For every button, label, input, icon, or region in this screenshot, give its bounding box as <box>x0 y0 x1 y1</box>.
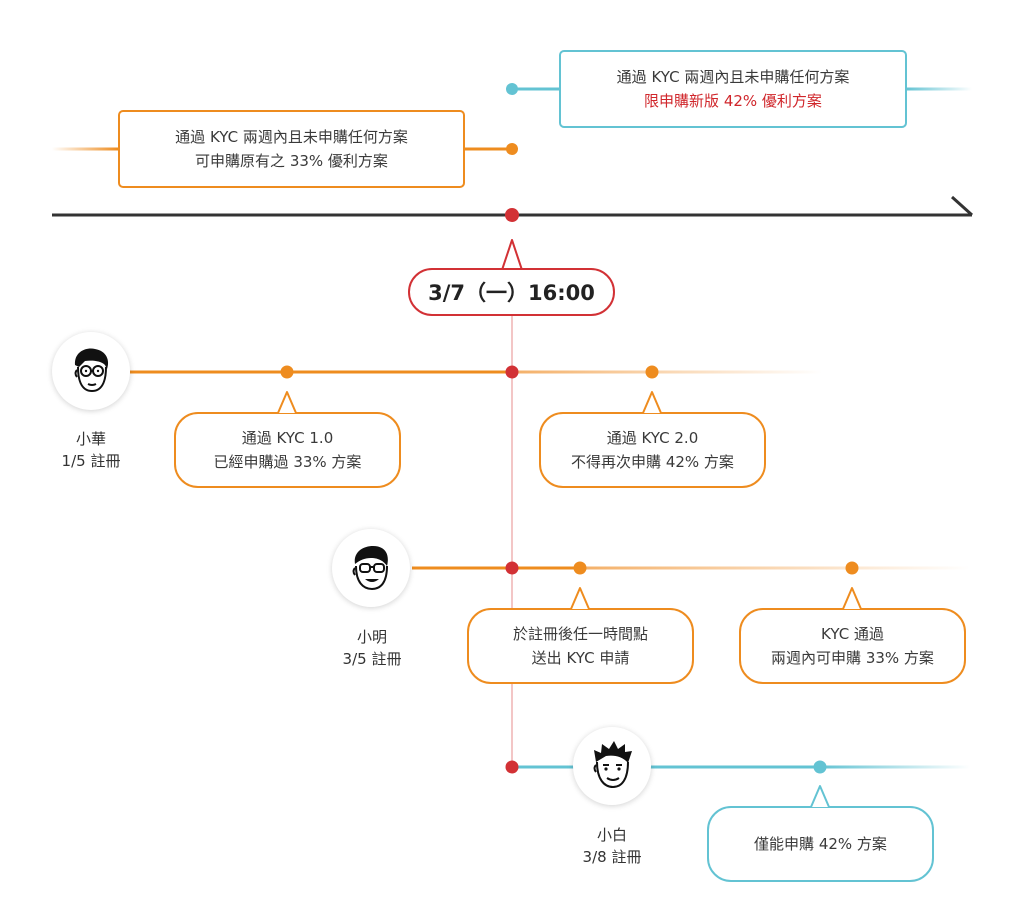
xiaoming-kyc-pass-dot <box>845 561 859 575</box>
cutoff-date-label: 3/7（一）16:00 <box>408 268 615 316</box>
note-line1: 僅能申購 42% 方案 <box>754 835 887 853</box>
person-registered: 3/8 註冊 <box>582 848 642 866</box>
xiaohua-note-kyc2: 通過 KYC 2.0 不得再次申購 42% 方案 <box>539 412 766 488</box>
old-rule-box: 通過 KYC 兩週內且未申購任何方案 可申購原有之 33% 優利方案 <box>118 110 465 188</box>
avatar-xiaoming <box>332 529 410 607</box>
person-name: 小白 <box>596 826 627 844</box>
old-rule-dot <box>506 143 518 155</box>
person-label-xiaobai: 小白 3/8 註冊 <box>562 824 662 868</box>
xiaoming-cutoff-dot <box>505 561 519 575</box>
callout-tail <box>277 391 297 414</box>
xiaohua-cutoff-dot <box>505 365 519 379</box>
xiaobai-start-dot <box>505 760 519 774</box>
xiaohua-note-kyc1: 通過 KYC 1.0 已經申購過 33% 方案 <box>174 412 401 488</box>
xiaobai-note: 僅能申購 42% 方案 <box>707 806 934 882</box>
person-registered: 1/5 註冊 <box>61 452 121 470</box>
note-line2: 已經申購過 33% 方案 <box>213 453 362 471</box>
note-line2: 不得再次申購 42% 方案 <box>571 453 734 471</box>
person-glasses-icon <box>74 348 109 393</box>
date-pill-tail <box>501 239 523 271</box>
note-line1: 通過 KYC 1.0 <box>241 429 334 447</box>
note-line2: 兩週內可申購 33% 方案 <box>771 649 934 667</box>
person-spiky-hair-icon <box>593 741 632 789</box>
new-rule-box: 通過 KYC 兩週內且未申購任何方案 限申購新版 42% 優利方案 <box>559 50 907 128</box>
xiaoming-note-pass: KYC 通過 兩週內可申購 33% 方案 <box>739 608 966 684</box>
note-line1: KYC 通過 <box>821 625 884 643</box>
xiaoming-note-submit: 於註冊後任一時間點 送出 KYC 申請 <box>467 608 694 684</box>
avatar-xiaobai <box>573 727 651 805</box>
person-name: 小明 <box>356 628 387 646</box>
new-rule-line2: 限申購新版 42% 優利方案 <box>644 92 822 110</box>
callout-tail <box>810 785 830 808</box>
person-registered: 3/5 註冊 <box>342 650 402 668</box>
avatar-xiaohua <box>52 332 130 410</box>
callout-tail <box>642 391 662 414</box>
note-line1: 於註冊後任一時間點 <box>512 625 648 643</box>
old-rule-line2: 可申購原有之 33% 優利方案 <box>195 152 388 170</box>
person-label-xiaoming: 小明 3/5 註冊 <box>322 626 422 670</box>
xiaoming-kyc-submit-dot <box>573 561 587 575</box>
old-rule-line1: 通過 KYC 兩週內且未申購任何方案 <box>175 128 408 146</box>
xiaohua-kyc1-dot <box>280 365 294 379</box>
cutoff-dot <box>505 208 519 222</box>
person-label-xiaohua: 小華 1/5 註冊 <box>41 428 141 472</box>
callout-tail <box>842 587 862 610</box>
person-glasses-icon <box>352 546 388 591</box>
xiaobai-note-dot <box>813 760 827 774</box>
callout-tail <box>570 587 590 610</box>
new-rule-dot <box>506 83 518 95</box>
note-line2: 送出 KYC 申請 <box>531 649 630 667</box>
person-name: 小華 <box>75 430 106 448</box>
xiaohua-kyc2-dot <box>645 365 659 379</box>
new-rule-line1: 通過 KYC 兩週內且未申購任何方案 <box>616 68 850 86</box>
note-line1: 通過 KYC 2.0 <box>606 429 699 447</box>
